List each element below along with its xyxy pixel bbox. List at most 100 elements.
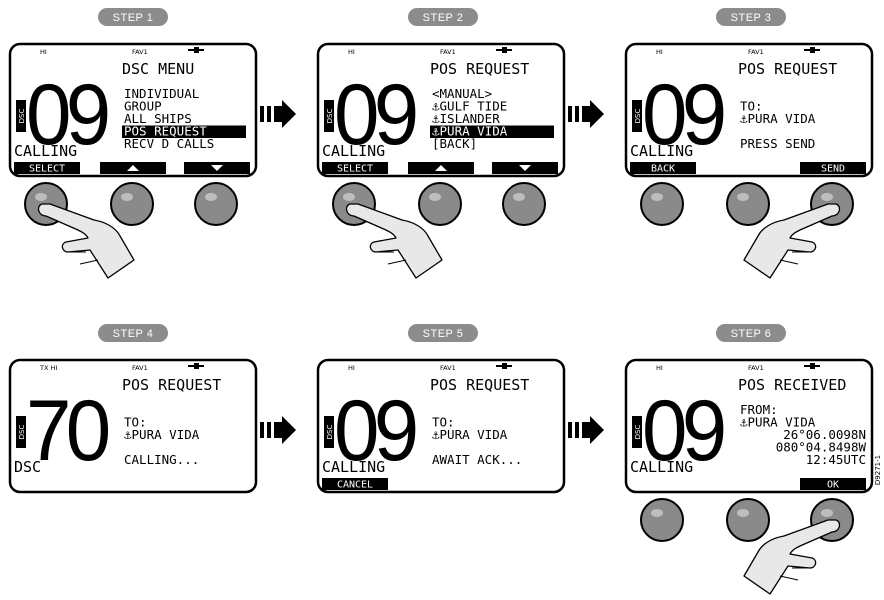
dsc-side-label: DSC (632, 416, 642, 448)
status-text: CALLING (630, 458, 693, 476)
menu-line[interactable]: AWAIT ACK... (432, 452, 522, 467)
menu-title: DSC MENU (122, 60, 194, 78)
hand-outline (345, 203, 443, 279)
menu-line[interactable]: ALL SHIPS (124, 111, 192, 126)
menu-line[interactable]: ⚓PURA VIDA (432, 427, 508, 442)
lcd-screen (624, 42, 874, 178)
gps-body (502, 363, 507, 369)
menu-line[interactable]: ⚓PURA VIDA (740, 111, 816, 126)
menu-line[interactable]: <MANUAL> (432, 86, 492, 101)
dsc-side-box (16, 416, 26, 448)
hand-outline (743, 519, 841, 595)
button-shine (513, 193, 525, 201)
softkey-mid[interactable] (100, 162, 166, 174)
middle-button[interactable] (418, 182, 462, 226)
menu-line[interactable]: 26°06.0098N (783, 427, 866, 442)
menu-line[interactable]: ⚓PURA VIDA (432, 124, 508, 139)
menu-title: POS REQUEST (430, 60, 529, 78)
dsc-side-label: DSC (632, 100, 642, 132)
menu-line[interactable]: TO: (432, 415, 455, 430)
arrow-dash (260, 422, 264, 438)
menu-line[interactable]: TO: (740, 99, 763, 114)
step-badge-pill (408, 8, 478, 26)
pointing-hand-icon (37, 203, 135, 279)
menu-line[interactable]: ⚓PURA VIDA (124, 427, 200, 442)
button-shine (205, 193, 217, 201)
softkey-right[interactable]: SEND (800, 162, 866, 175)
hand-line (779, 575, 799, 581)
channel-number: 09 (26, 66, 108, 162)
menu-line[interactable]: ⚓ISLANDER (432, 111, 500, 126)
menu-line[interactable]: 080°04.8498W (776, 440, 867, 455)
gps-body (810, 47, 815, 53)
menu-title: POS RECEIVED (738, 376, 846, 394)
menu-line[interactable]: INDIVIDUAL (124, 86, 199, 101)
softkey-label: CANCEL (337, 480, 373, 491)
menu-line[interactable]: FROM: (740, 402, 778, 417)
menu-line[interactable]: 12:45UTC (806, 452, 866, 467)
softkey-right[interactable] (492, 162, 558, 174)
button-shine (343, 193, 355, 201)
softkey-left[interactable]: BACK (630, 162, 696, 175)
menu-line[interactable]: RECV D CALLS (124, 136, 214, 151)
dsc-side-label: DSC (324, 100, 334, 132)
figure-reference: D9271-1 (874, 455, 882, 485)
middle-button[interactable] (726, 498, 770, 542)
status-text: CALLING (322, 142, 385, 160)
channel-number: 09 (334, 66, 416, 162)
menu-line[interactable]: PRESS SEND (740, 136, 815, 151)
right-button[interactable] (502, 182, 546, 226)
softkey-left[interactable]: SELECT (14, 162, 80, 175)
channel-number: 09 (334, 382, 416, 478)
dsc-side-box (632, 416, 642, 448)
softkey-label: OK (827, 480, 839, 491)
left-button[interactable] (640, 498, 684, 542)
arrow-head (274, 416, 296, 444)
menu-line[interactable]: POS REQUEST (124, 124, 207, 139)
step-badge-label: STEP 2 (423, 12, 464, 24)
softkey-left[interactable]: CANCEL (322, 478, 388, 491)
menu-line[interactable]: [BACK] (432, 136, 477, 151)
arrow-head (274, 100, 296, 128)
step-badge-label: STEP 5 (423, 328, 464, 340)
menu-title: POS REQUEST (122, 376, 221, 394)
menu-title: POS REQUEST (738, 60, 837, 78)
menu-line[interactable]: CALLING... (124, 452, 199, 467)
lcd-screen (316, 358, 566, 494)
power-indicator: HI (348, 364, 355, 372)
menu-line[interactable]: ⚓PURA VIDA (740, 415, 816, 430)
softkey-mid[interactable] (408, 162, 474, 174)
step-badge-pill (408, 324, 478, 342)
button-shine (121, 193, 133, 201)
step-badge: STEP 1 (98, 8, 168, 26)
menu-line[interactable]: GROUP (124, 99, 162, 114)
dsc-side-text: DSC (634, 425, 642, 440)
softkey-bar (800, 478, 866, 490)
up-arrow-icon (127, 165, 139, 171)
middle-button[interactable] (110, 182, 154, 226)
favourite-indicator: FAV1 (440, 48, 456, 56)
softkey-left[interactable]: SELECT (322, 162, 388, 175)
menu-line[interactable]: ⚓GULF TIDE (432, 99, 507, 114)
channel-number: 09 (642, 382, 724, 478)
dsc-side-box (632, 100, 642, 132)
softkey-right[interactable] (184, 162, 250, 174)
arrow-head (582, 100, 604, 128)
hand-line (79, 259, 99, 265)
channel-number: 09 (642, 66, 724, 162)
left-button[interactable] (640, 182, 684, 226)
gps-body (502, 47, 507, 53)
softkey-right[interactable]: OK (800, 478, 866, 491)
button-shine (821, 193, 833, 201)
menu-line[interactable]: TO: (124, 415, 147, 430)
dsc-side-text: DSC (326, 109, 334, 124)
dsc-side-text: DSC (326, 425, 334, 440)
right-button[interactable] (194, 182, 238, 226)
middle-button[interactable] (726, 182, 770, 226)
down-arrow-icon (519, 165, 531, 171)
button-shine (737, 509, 749, 517)
arrow-dash (568, 106, 572, 122)
lcd-screen (316, 42, 566, 178)
